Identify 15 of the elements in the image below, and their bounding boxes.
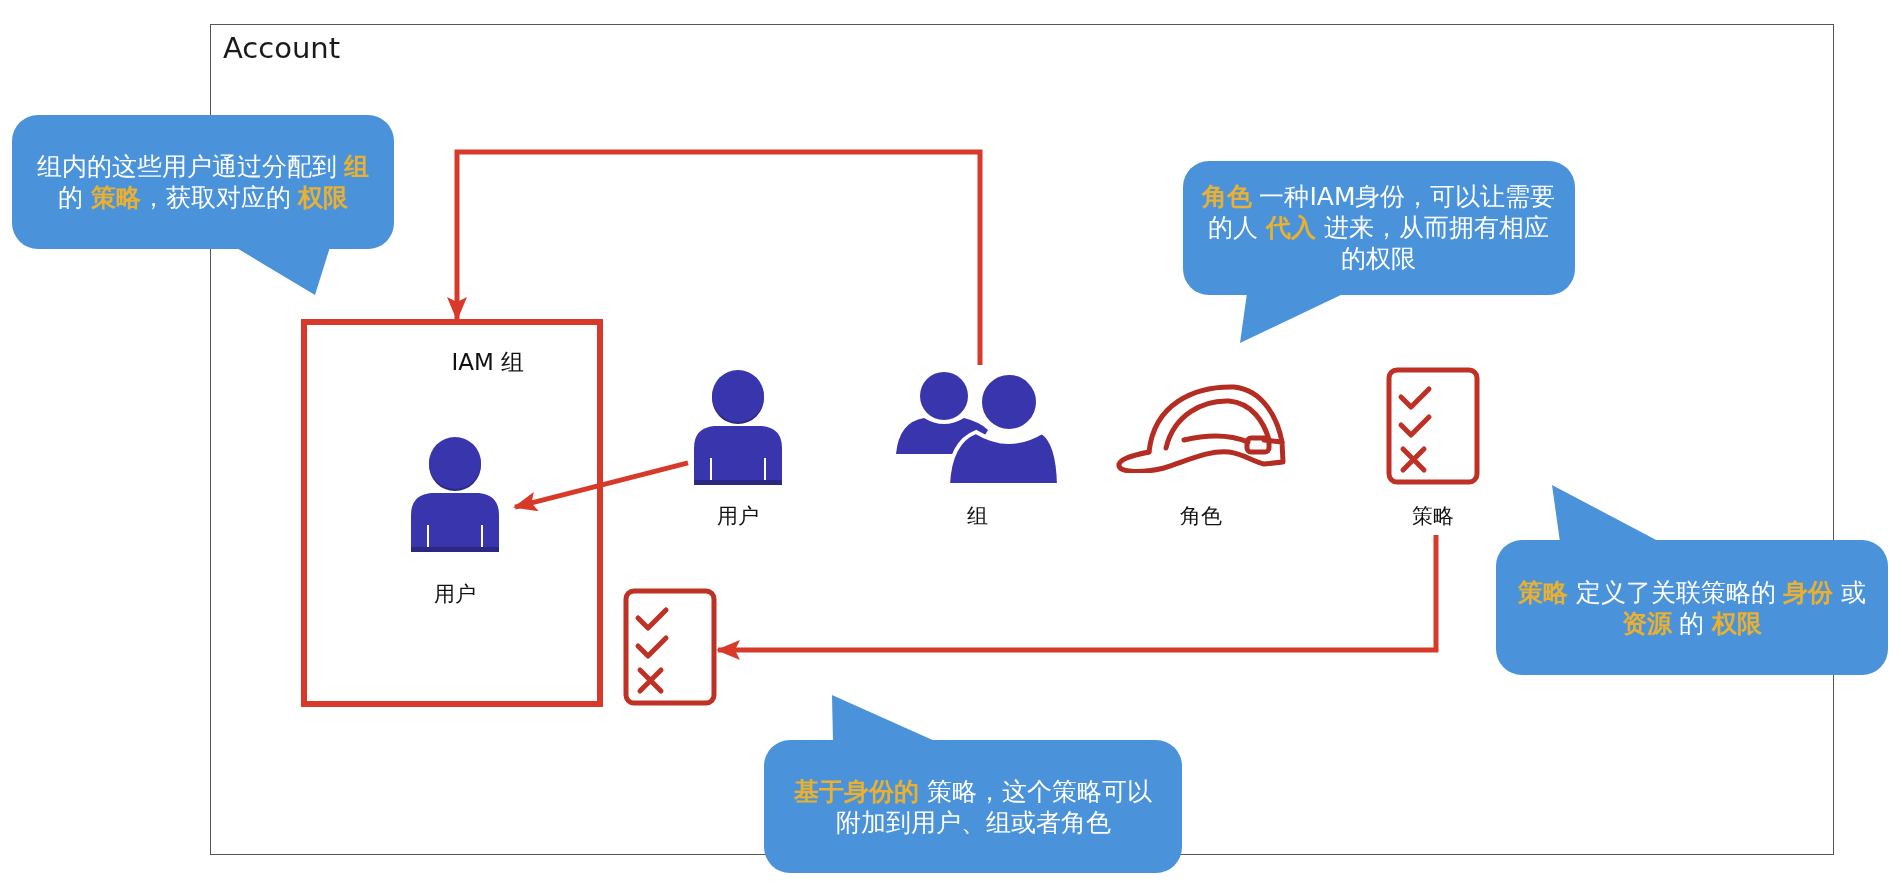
arrow (716, 535, 1439, 660)
icon-label: 策略 (1411, 502, 1454, 530)
callout-text: 角色 一种IAM身份，可以让需要的人 代入 进来，从而拥有相应的权限 (1200, 181, 1557, 274)
callout-text: 策略 定义了关联策略的 身份 或资源 的 权限 (1516, 576, 1868, 639)
container-title: Account (223, 31, 341, 65)
arrow (513, 460, 689, 512)
group-title: IAM 组 (451, 347, 525, 377)
group-box (300, 318, 603, 707)
icon-label: 组 (966, 502, 988, 530)
callout-text: 组内的这些用户通过分配到 组的 策略，获取对应的 权限 (35, 151, 371, 213)
icon-label: 用户 (716, 502, 759, 530)
arrow (447, 149, 983, 365)
icon-label: 用户 (433, 580, 476, 608)
callout-text: 基于身份的 策略，这个策略可以附加到用户、组或者角色 (793, 775, 1153, 838)
icon-label: 角色 (1179, 502, 1222, 530)
